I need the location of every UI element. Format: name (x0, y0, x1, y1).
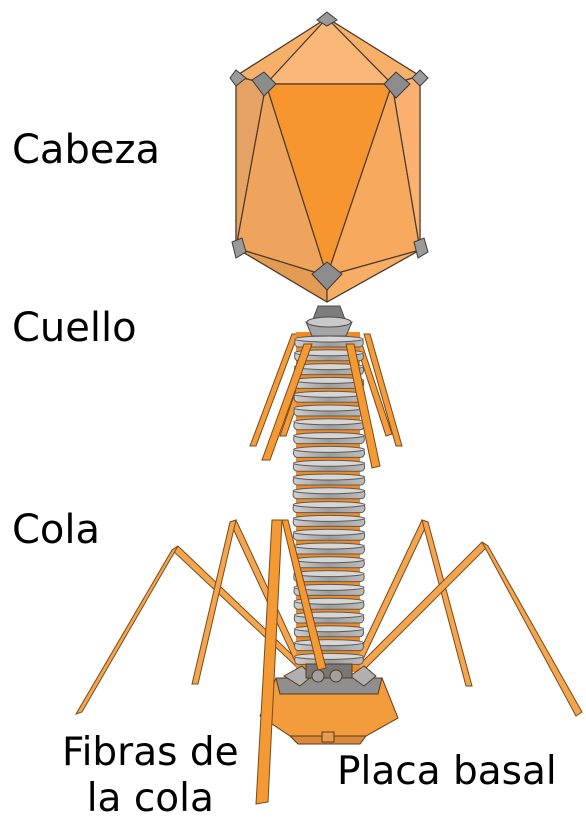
neck-collar (306, 306, 352, 336)
head-capsid (236, 18, 420, 302)
tail-ring-top (294, 405, 364, 411)
label-head: Cabeza (12, 128, 160, 172)
tail-ring-top (294, 391, 364, 397)
label-tail: Cola (12, 508, 100, 552)
tail-ring-top (294, 446, 365, 452)
label-neck: Cuello (12, 306, 137, 350)
tail-ring-top (294, 543, 365, 549)
tail-ring-top (294, 433, 365, 439)
tail-ring-top (293, 474, 365, 480)
tail-ring-top (294, 557, 365, 563)
label-tail-fibers: Fibras de la cola (62, 730, 239, 822)
tail-ring-top (295, 653, 364, 659)
tail-ring-top (294, 571, 364, 577)
label-tail-fibers-line1: Fibras de (62, 730, 239, 776)
tail-ring-top (293, 515, 365, 521)
tail-ring-top (294, 626, 363, 632)
tail-ring-top (293, 529, 364, 535)
tail-ring-top (295, 336, 364, 342)
baseplate (260, 664, 398, 744)
tail-ring-top (293, 502, 365, 508)
label-baseplate: Placa basal (337, 750, 557, 794)
tail-ring-top (295, 640, 364, 646)
tail-ring-top (293, 460, 364, 466)
label-tail-fibers-line2: la cola (62, 776, 239, 822)
tail-ring-top (293, 488, 365, 494)
tail-ring-top (294, 419, 364, 425)
